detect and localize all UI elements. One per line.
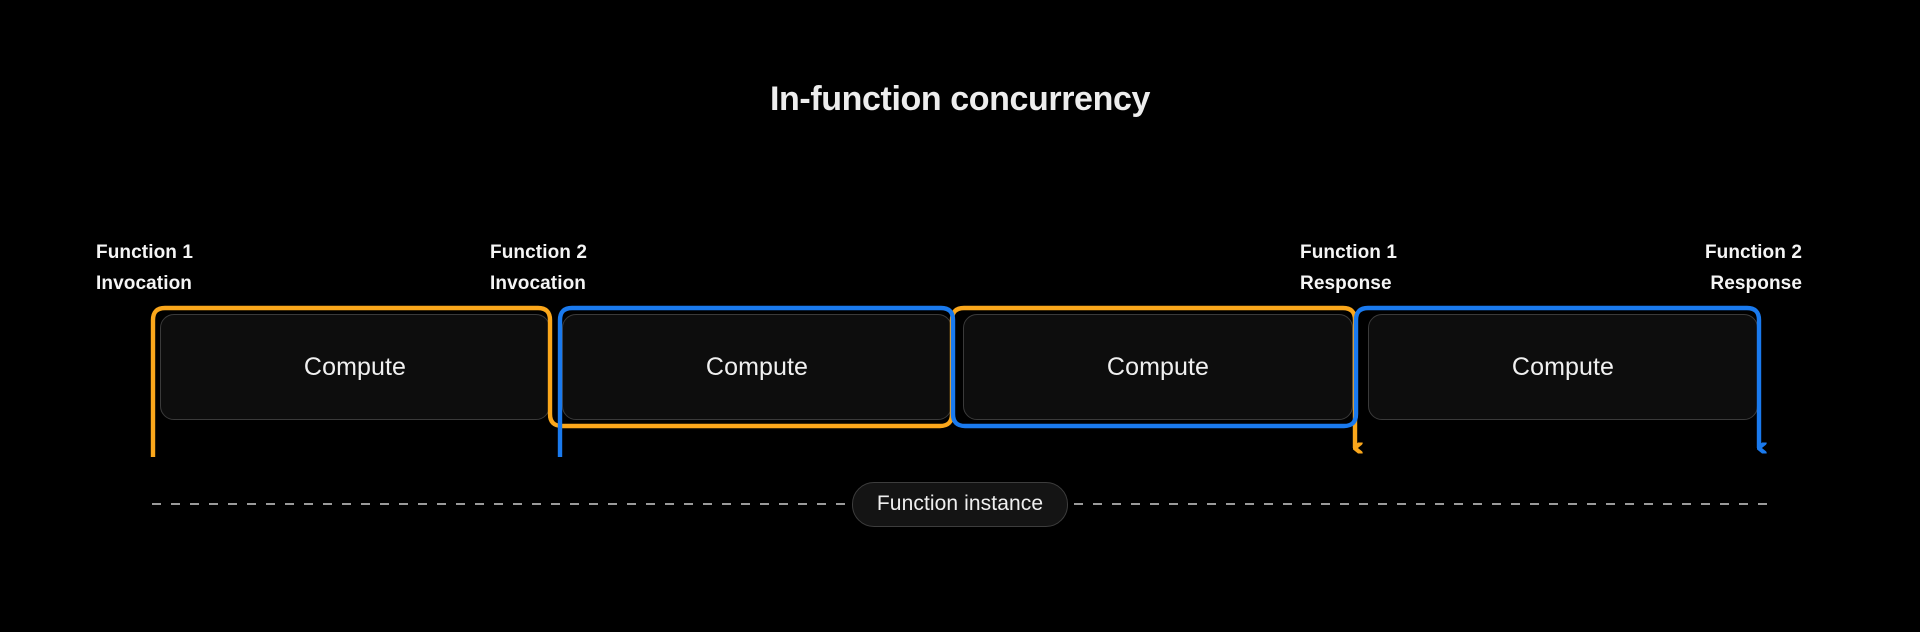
label-line-1: Function 1 [96, 242, 194, 263]
label-function-2-response: Function 2 Response [1705, 206, 1802, 330]
label-function-2-invocation: Function 2 Invocation [490, 206, 587, 330]
label-function-1-response: Function 1 Response [1300, 206, 1397, 330]
label-line-2: Response [1710, 273, 1802, 294]
dashed-line-left [152, 503, 846, 505]
label-line-1: Function 2 [490, 242, 588, 263]
compute-box-1: Compute [160, 314, 550, 420]
page-title: In-function concurrency [770, 80, 1150, 118]
label-line-2: Invocation [490, 273, 587, 294]
function-instance-divider: Function instance [152, 480, 1769, 528]
compute-box-3: Compute [963, 314, 1353, 420]
label-line-1: Function 2 [1704, 242, 1802, 263]
label-line-2: Invocation [96, 273, 193, 294]
compute-box-2: Compute [562, 314, 952, 420]
label-line-1: Function 1 [1300, 242, 1398, 263]
function-instance-badge: Function instance [851, 481, 1069, 527]
label-line-2: Response [1300, 273, 1392, 294]
label-function-1-invocation: Function 1 Invocation [96, 206, 193, 330]
compute-box-4: Compute [1368, 314, 1758, 420]
dashed-line-right [1074, 503, 1769, 505]
